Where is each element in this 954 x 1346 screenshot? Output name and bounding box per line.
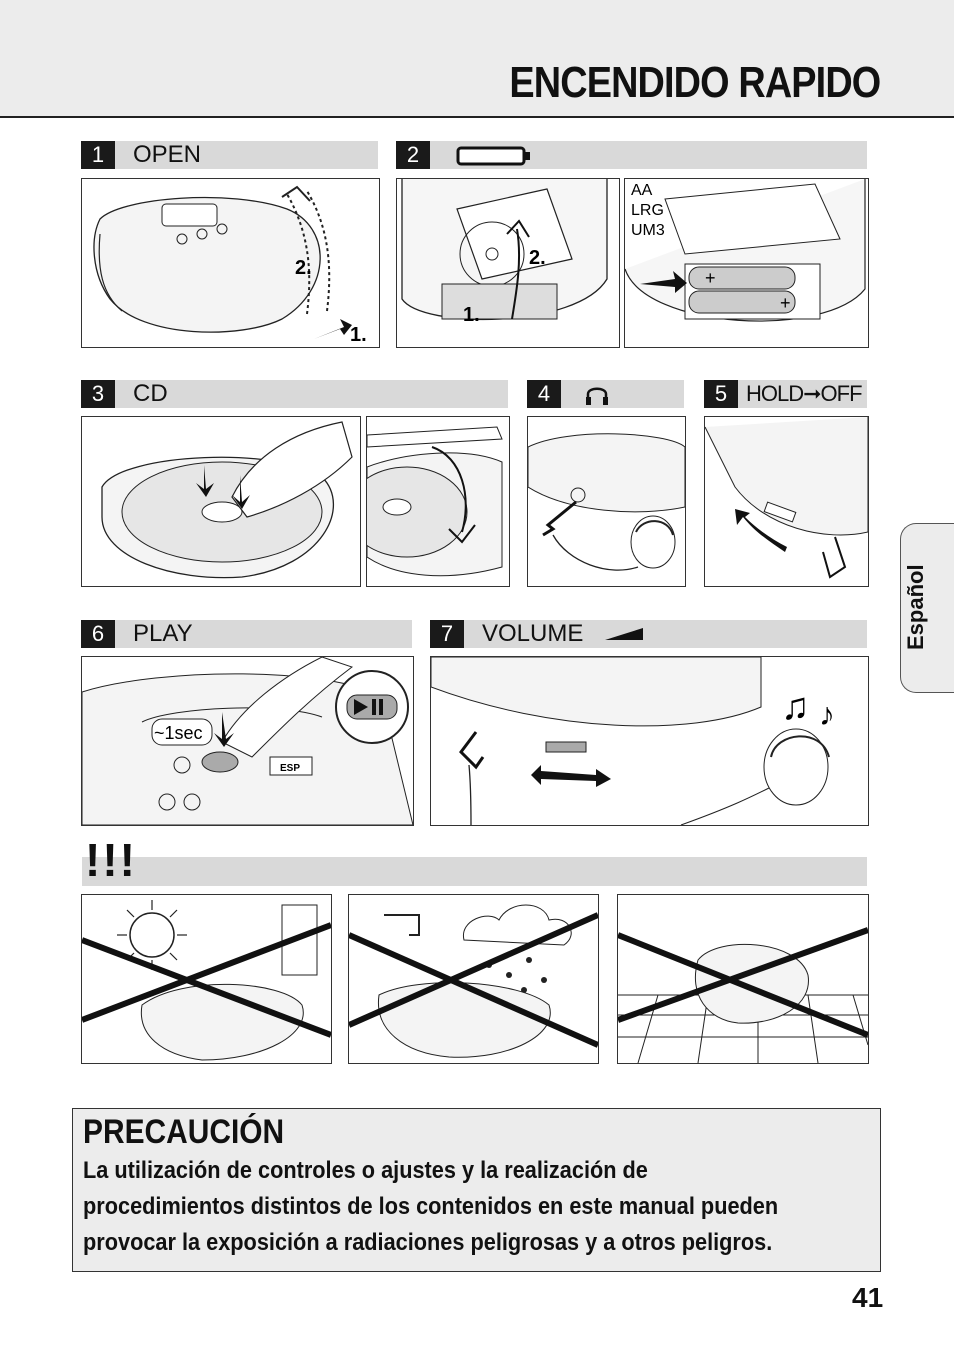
svg-text:+: +: [780, 293, 791, 313]
step-number: 4: [527, 380, 561, 408]
play-hold-duration: ~1sec: [154, 723, 203, 743]
header-band: [0, 0, 954, 118]
volume-illustration: ♫ ♪: [430, 656, 869, 826]
battery-type-lrg: LRG: [631, 202, 664, 219]
battery-lid-drawing: 2. 1.: [401, 179, 608, 326]
step-number: 5: [704, 380, 738, 408]
open-lid-illustration: 2. 1.: [81, 178, 380, 348]
warning-mark: !!!: [85, 834, 137, 886]
caution-box: PRECAUCIÓN La utilización de controles o…: [72, 1108, 881, 1272]
caution-line: procedimientos distintos de los contenid…: [83, 1193, 779, 1220]
insert-cd-illustration: [81, 416, 361, 587]
caution-title: PRECAUCIÓN: [83, 1113, 285, 1151]
battery-lid-illustration: 2. 1.: [396, 178, 620, 348]
caution-line: provocar la exposición a radiaciones pel…: [83, 1229, 773, 1256]
step-7-bar: 7 VOLUME: [430, 620, 867, 648]
headphones-drawing: [528, 433, 685, 571]
hold-off-illustration: [704, 416, 869, 587]
caution-line: La utilización de controles o ajustes y …: [83, 1157, 648, 1184]
language-label: Español: [903, 564, 928, 650]
step-number: 6: [81, 620, 115, 648]
esp-button-label: ESP: [280, 763, 300, 774]
no-heat-drawing: [82, 900, 331, 1061]
step-number: 1: [81, 141, 115, 169]
step-number: 3: [81, 380, 115, 408]
battery-insert-illustration: + + AA LRG UM3: [624, 178, 869, 348]
play-drawing: ~1sec ESP: [82, 657, 413, 825]
insert-cd-drawing: [101, 421, 353, 579]
page-number: 41: [852, 1282, 884, 1313]
warning-bar: [82, 857, 867, 886]
step-number: 7: [430, 620, 464, 648]
play-illustration: ~1sec ESP: [81, 656, 414, 826]
open-step-2-label: 2.: [295, 257, 312, 279]
battery-type-aa: AA: [631, 182, 653, 199]
step-5-bar: 5 HOLD➞OFF: [704, 380, 867, 408]
no-heat-illustration: [81, 894, 332, 1064]
play-pause-icon: [354, 699, 368, 715]
step-4-bar: 4: [527, 380, 684, 408]
headphones-icon: [586, 387, 608, 405]
battery-insert-drawing: + + AA LRG UM3: [625, 179, 866, 322]
step-label: PLAY: [133, 620, 193, 647]
step-label: CD: [133, 380, 168, 407]
no-water-illustration: [348, 894, 599, 1064]
battery-icon: [456, 146, 530, 166]
volume-wedge-icon: [605, 628, 643, 640]
step-1-bar: 1 OPEN: [81, 141, 378, 169]
page-title: ENCENDIDO RAPIDO: [509, 58, 881, 107]
hold-off-drawing: [705, 417, 868, 579]
cd-player-drawing: 2. 1.: [93, 185, 367, 346]
no-drop-drawing: [618, 927, 868, 1063]
step-label: VOLUME: [482, 620, 584, 647]
lid-step-1-label: 1.: [463, 304, 480, 326]
close-lid-illustration: [366, 416, 510, 587]
open-step-1-label: 1.: [350, 324, 367, 346]
language-tab: [900, 523, 954, 693]
step-2-bar: 2: [396, 141, 867, 169]
step-label: OPEN: [133, 141, 202, 168]
music-note-icon: ♪: [819, 696, 835, 732]
caution-text: La utilización de controles o ajustes y …: [83, 1153, 870, 1261]
music-note-icon: ♫: [781, 686, 810, 728]
step-label: HOLD➞OFF: [746, 381, 863, 406]
step-6-bar: 6 PLAY: [81, 620, 412, 648]
headphones-illustration: [527, 416, 686, 587]
volume-drawing: ♫ ♪: [431, 657, 835, 825]
step-3-bar: 3 CD: [81, 380, 508, 408]
no-water-drawing: [349, 904, 598, 1058]
no-drop-illustration: [617, 894, 869, 1064]
step-number: 2: [396, 141, 430, 169]
close-lid-drawing: [367, 426, 503, 577]
svg-text:+: +: [705, 268, 716, 288]
battery-type-um3: UM3: [631, 222, 665, 239]
lid-step-2-label: 2.: [529, 247, 546, 269]
